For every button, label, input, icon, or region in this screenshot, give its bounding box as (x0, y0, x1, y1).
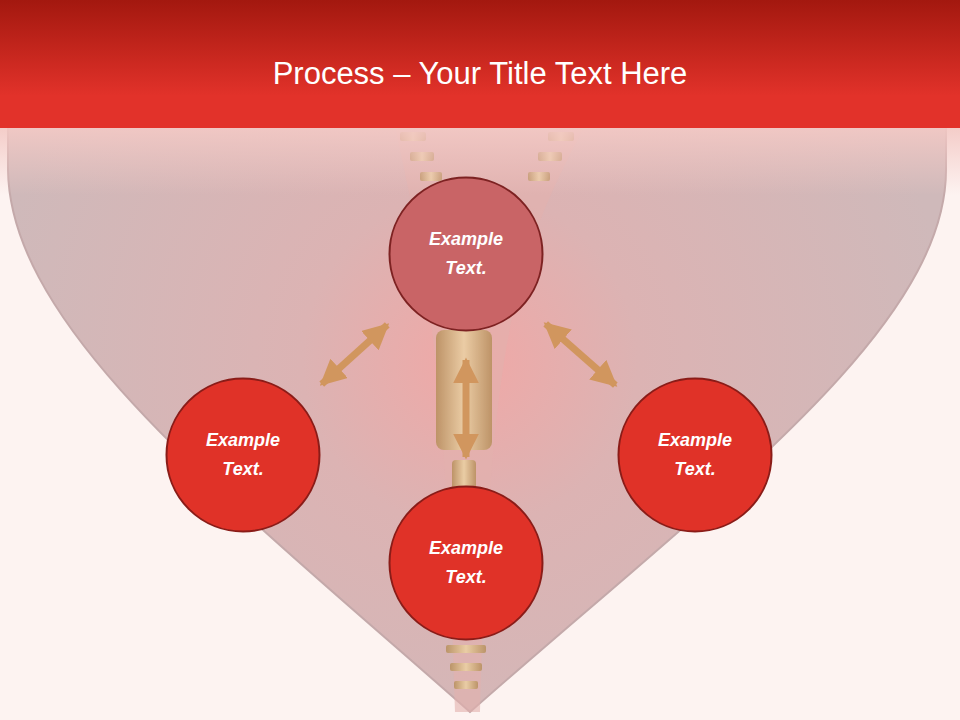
node-text: Example Text. (191, 426, 295, 484)
double-arrow (463, 360, 470, 457)
double-arrow (546, 324, 616, 385)
process-circle: Example Text. (617, 377, 773, 533)
slide-title: Process – Your Title Text Here (0, 52, 960, 96)
node-text: Example Text. (643, 426, 747, 484)
process-circle: Example Text. (165, 377, 321, 533)
process-circle: Example Text. (388, 176, 544, 332)
circle-outline (617, 377, 773, 533)
circle-outline (388, 485, 544, 641)
double-arrow (322, 325, 388, 384)
node-text: Example Text. (414, 225, 518, 283)
process-circle: Example Text. (388, 485, 544, 641)
circle-outline (388, 176, 544, 332)
circle-outline (165, 377, 321, 533)
node-text: Example Text. (414, 534, 518, 592)
